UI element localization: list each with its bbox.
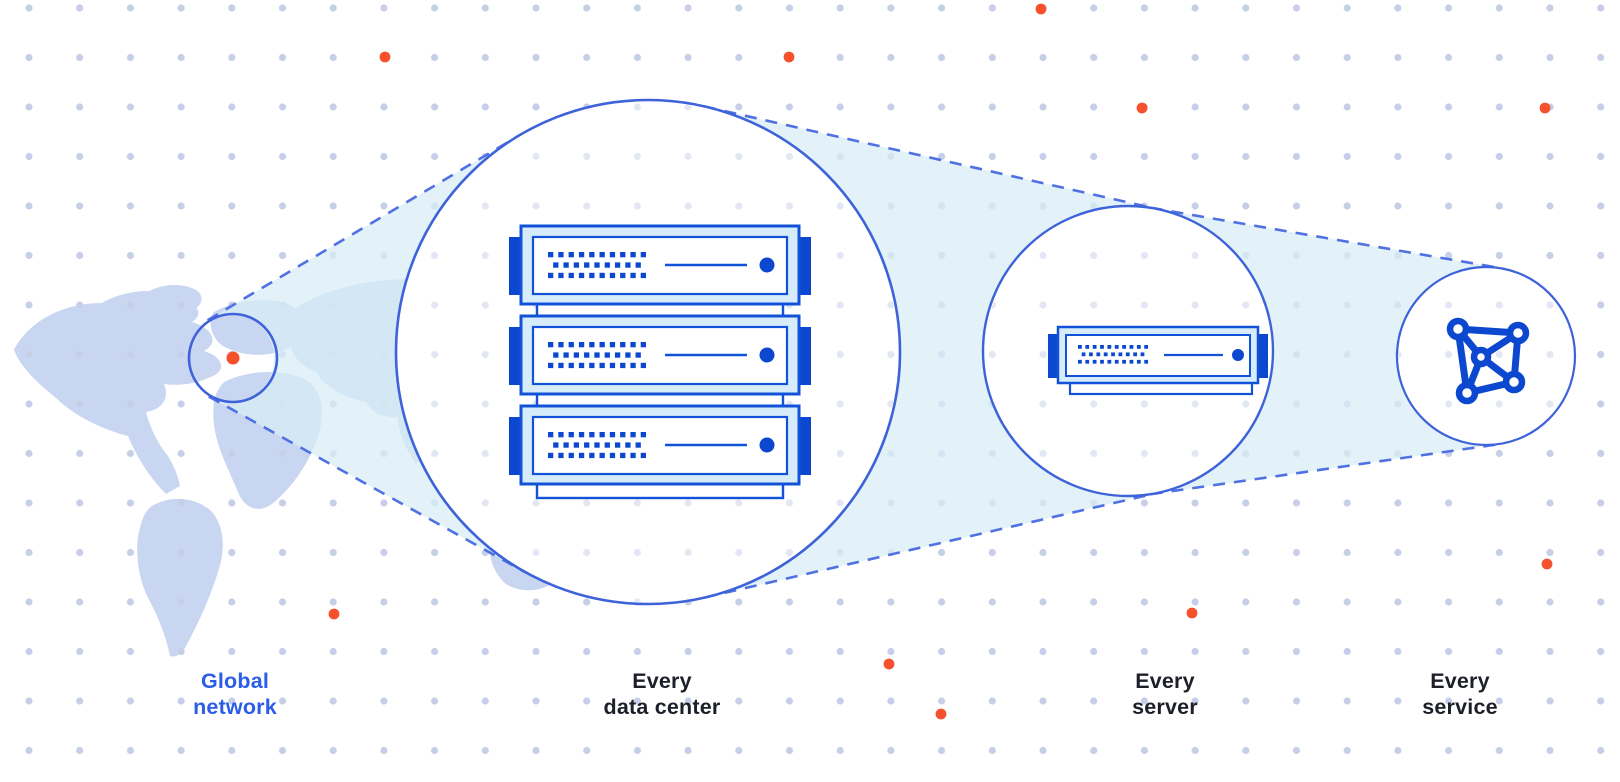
server-icon: [1048, 325, 1268, 396]
server-unit: [509, 224, 811, 306]
orange-dot: [328, 608, 340, 620]
orange-dot: [379, 51, 391, 63]
mesh-network-icon: [1446, 317, 1530, 405]
location-dot-icon: [226, 351, 240, 365]
dash-upper-datacenter-server: [703, 105, 1161, 211]
dash-lower-map-datacenter: [208, 395, 527, 574]
orange-dot: [1541, 558, 1553, 570]
label-line: Global: [200, 669, 270, 693]
server-faceplate: [531, 325, 789, 386]
server-led: [759, 257, 775, 273]
server-ear-left: [1048, 334, 1059, 378]
orange-dot: [1035, 3, 1047, 15]
service-circle: [1395, 265, 1577, 447]
orange-dot: [1539, 102, 1551, 114]
orange-accent-dots: [328, 3, 1553, 720]
label-line: Every: [1135, 669, 1195, 693]
label-line: data center: [603, 695, 721, 719]
global-network-label: Global network: [95, 668, 375, 720]
server-led: [759, 347, 775, 363]
label-line: server: [1132, 695, 1198, 719]
data-center-label: Every data center: [522, 668, 802, 720]
dash-upper-server-service: [1150, 206, 1501, 270]
server-rack-icon: [509, 224, 811, 500]
label-line: Every: [1430, 669, 1490, 693]
server-circle: [981, 204, 1275, 498]
server-vent-pattern: [548, 252, 646, 279]
server-faceplate: [531, 235, 789, 296]
orange-dot: [1136, 102, 1148, 114]
service-label: Every service: [1320, 668, 1600, 720]
orange-dot: [1186, 607, 1198, 619]
label-line: Every: [632, 669, 692, 693]
server-vent-pattern: [548, 342, 646, 369]
mesh-node: [1502, 370, 1526, 394]
server-ear-right: [1257, 334, 1268, 378]
rack-base: [535, 482, 785, 500]
zoom-dashed-lines: [206, 105, 1501, 599]
mesh-node-center: [1470, 346, 1492, 368]
server-led: [759, 437, 775, 453]
dash-upper-map-datacenter: [206, 134, 521, 322]
server-led: [1232, 349, 1244, 361]
orange-dot: [935, 708, 947, 720]
server-vent-pattern: [1078, 345, 1149, 364]
server-faceplate: [531, 415, 789, 476]
dash-lower-server-service: [1150, 442, 1501, 496]
server-vent-pattern: [548, 432, 646, 459]
label-line: network: [193, 695, 277, 719]
server-label: Every server: [1025, 668, 1305, 720]
server-unit: [509, 314, 811, 396]
label-line: service: [1422, 695, 1498, 719]
mesh-node: [1455, 381, 1479, 405]
dash-lower-datacenter-server: [703, 491, 1161, 599]
mesh-node: [1446, 317, 1470, 341]
global-network-circle: [187, 312, 279, 404]
data-center-circle: [394, 98, 902, 606]
mesh-node: [1506, 321, 1530, 345]
orange-dot: [883, 658, 895, 670]
orange-dot: [783, 51, 795, 63]
server-unit: [509, 404, 811, 486]
